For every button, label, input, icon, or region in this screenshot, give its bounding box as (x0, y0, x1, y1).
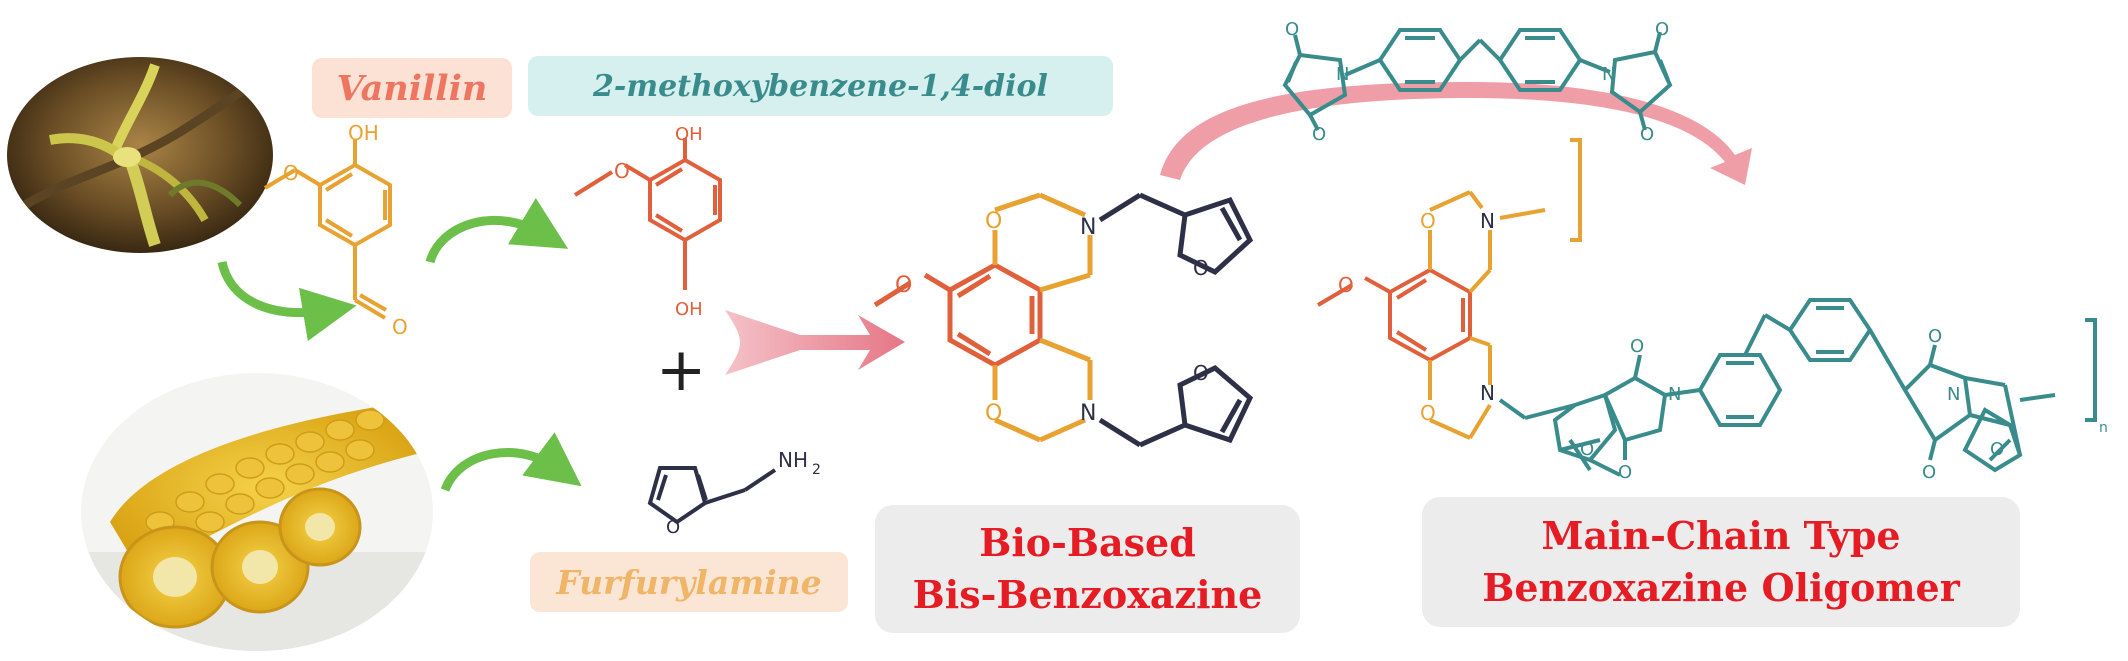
olig-bridge-o1: O (1580, 439, 1594, 460)
olig-o-top: O (1420, 209, 1436, 233)
methoxy-diol-label-text: 2-methoxybenzene-1,4-diol (593, 68, 1048, 104)
vanillin-label-text: Vanillin (336, 67, 488, 109)
bmi-o3: O (1655, 19, 1669, 40)
oligomer-structure (1316, 138, 2097, 477)
bmi-o1: O (1285, 19, 1299, 40)
methoxy-diol-structure (573, 138, 722, 290)
bmi-n1: N (1336, 64, 1349, 85)
vanillin-structure (263, 140, 392, 320)
vanillin-aldehyde-o: O (392, 315, 408, 339)
olig-n-bottom: N (1480, 381, 1495, 405)
bmi-o2: O (1312, 124, 1326, 145)
vanillin-ether-o: O (283, 161, 299, 185)
bbz-o-bottom: O (985, 401, 1002, 426)
bis-benzoxazine-structure (873, 192, 1254, 448)
olig-imide-o3: O (1928, 326, 1942, 347)
furfurylamine-label-text: Furfurylamine (556, 562, 822, 602)
bis-benzoxazine-line2: Bis-Benzoxazine (912, 572, 1263, 617)
bis-benzoxazine-label: Bio-Based Bis-Benzoxazine (875, 505, 1300, 633)
diol-ether-o: O (614, 159, 630, 183)
arrow-to-bis-benzoxazine (725, 310, 905, 375)
furfurylamine-o: O (666, 517, 680, 538)
olig-o-bottom: O (1420, 401, 1436, 425)
vanillin-label: Vanillin (312, 58, 512, 118)
arrow-vanillin-to-diol (425, 197, 569, 264)
vanilla-flower-photo (5, 55, 275, 255)
furfurylamine-nh: NH (778, 448, 808, 472)
bbz-furan-o-top: O (1193, 256, 1209, 280)
olig-imide-n1: N (1668, 384, 1681, 405)
oligomer-label: Main-Chain Type Benzoxazine Oligomer (1422, 497, 2020, 627)
olig-imide-o4: O (1922, 462, 1936, 483)
bbz-o-top: O (985, 209, 1002, 234)
bmi-o4: O (1640, 124, 1654, 145)
methoxy-diol-label: 2-methoxybenzene-1,4-diol (528, 56, 1113, 116)
bbz-furan-o-bottom: O (1193, 361, 1209, 385)
oligomer-line1: Main-Chain Type (1541, 513, 1901, 558)
olig-imide-o1: O (1630, 336, 1644, 357)
arrow-bismaleimide-addition (1160, 82, 1752, 185)
olig-n-top: N (1480, 209, 1495, 233)
diol-oh-bottom: OH (675, 299, 703, 320)
furfurylamine-label: Furfurylamine (530, 552, 848, 612)
oligomer-line2: Benzoxazine Oligomer (1482, 565, 1960, 610)
bbz-n-top: N (1080, 215, 1096, 240)
olig-imide-o2: O (1618, 462, 1632, 483)
furfurylamine-nh2-sub: 2 (812, 462, 821, 478)
arrow-corn-to-furfurylamine (440, 432, 582, 492)
bbz-n-bottom: N (1080, 401, 1096, 426)
bbz-methoxy-o: O (895, 273, 912, 298)
olig-bridge-o2: O (1990, 439, 2004, 460)
corn-photo (80, 372, 435, 652)
furfurylamine-structure (647, 466, 777, 525)
olig-repeat-n: n (2099, 420, 2108, 436)
bmi-n2: N (1602, 64, 1615, 85)
olig-methoxy-o: O (1338, 273, 1354, 297)
plus-sign: + (656, 335, 706, 405)
vanillin-oh: OH (348, 121, 379, 145)
olig-imide-n2: N (1947, 384, 1960, 405)
diol-oh-top: OH (675, 124, 703, 145)
arrow-flower-to-vanillin (217, 260, 357, 342)
bismaleimide-structure (1282, 28, 1673, 131)
bis-benzoxazine-line1: Bio-Based (979, 520, 1196, 565)
